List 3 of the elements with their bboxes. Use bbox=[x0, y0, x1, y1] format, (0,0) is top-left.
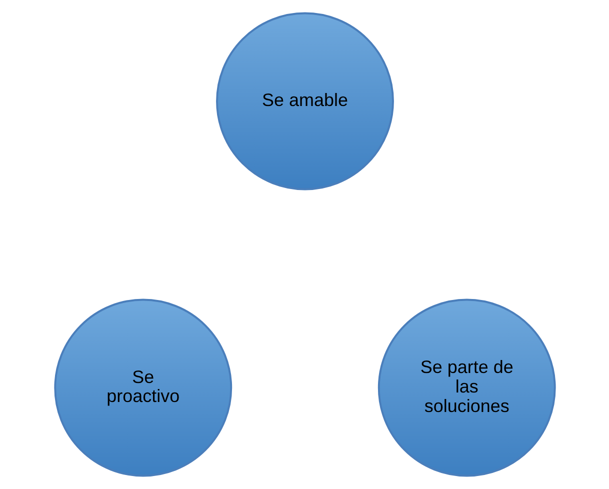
node-circle: Se amable bbox=[216, 12, 394, 190]
node-circle: Se proactivo bbox=[54, 298, 232, 477]
node-circle: Se parte de las soluciones bbox=[377, 298, 556, 477]
